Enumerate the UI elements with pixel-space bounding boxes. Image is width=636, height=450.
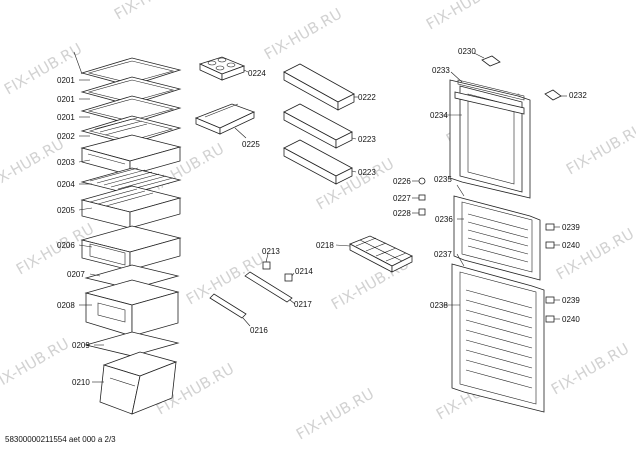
label-0217: 0217 xyxy=(294,300,312,309)
label-0233: 0233 xyxy=(432,66,450,75)
tray-0225 xyxy=(194,103,256,139)
label-0214: 0214 xyxy=(295,267,313,276)
label-0201: 0201 xyxy=(57,113,75,122)
label-0216: 0216 xyxy=(250,326,268,335)
watermark: FIX-HUB.RU xyxy=(261,5,345,64)
label-0225: 0225 xyxy=(242,140,260,149)
label-0222: 0222 xyxy=(358,93,376,102)
door-lower-0238 xyxy=(443,253,545,413)
label-0208: 0208 xyxy=(57,301,75,310)
label-0240: 0240 xyxy=(562,315,580,324)
egg-tray-0224 xyxy=(198,56,249,81)
label-0237: 0237 xyxy=(434,250,452,259)
door-upper-0234 xyxy=(443,79,531,199)
watermark: FIX-HUB.RU xyxy=(293,385,377,444)
label-0226: 0226 xyxy=(393,177,411,186)
door-shelf-0223-a xyxy=(283,103,357,149)
part-0230 xyxy=(473,52,501,67)
gasket-0233 xyxy=(450,71,525,101)
shelf-0201-a xyxy=(73,51,182,87)
label-0213: 0213 xyxy=(262,247,280,256)
small-parts-0239-0240 xyxy=(545,223,560,323)
label-0210: 0210 xyxy=(72,378,90,387)
label-0235: 0235 xyxy=(434,175,452,184)
document-id-footer: 58300000211554 aet 000 a 2/3 xyxy=(5,435,116,444)
bar-0217 xyxy=(244,271,296,305)
label-0239: 0239 xyxy=(562,296,580,305)
door-shelf-0222 xyxy=(283,63,358,111)
label-0240: 0240 xyxy=(562,241,580,250)
label-0228: 0228 xyxy=(393,209,411,218)
leader-lines-left xyxy=(78,79,104,383)
label-0223: 0223 xyxy=(358,168,376,177)
part-labels: 0201 0201 0201 0202 0203 0204 0205 0206 … xyxy=(57,47,587,387)
label-0201: 0201 xyxy=(57,76,75,85)
ice-tray-0218 xyxy=(335,235,413,273)
hinge-parts-0213-0214 xyxy=(262,253,295,282)
shelf-0201-c xyxy=(80,95,182,125)
door-shelf-0223-b xyxy=(283,139,357,185)
watermark: FIX-HUB.RU xyxy=(0,335,72,394)
label-0238: 0238 xyxy=(430,301,448,310)
handle-0216 xyxy=(209,293,251,327)
drawer-0205 xyxy=(80,185,182,229)
small-parts-0226-0228 xyxy=(412,177,426,216)
drawer-0210 xyxy=(99,351,178,415)
part-0232 xyxy=(544,89,567,101)
label-0206: 0206 xyxy=(57,241,75,250)
drawer-0206 xyxy=(80,225,182,271)
watermark: FIX-HUB.RU xyxy=(111,0,195,23)
label-0203: 0203 xyxy=(57,158,75,167)
label-0207: 0207 xyxy=(67,270,85,279)
label-0209: 0209 xyxy=(72,341,90,350)
door-middle-0236 xyxy=(453,184,541,281)
watermark: FIX-HUB.RU xyxy=(548,340,632,399)
label-0232: 0232 xyxy=(569,91,587,100)
label-0239: 0239 xyxy=(562,223,580,232)
shelf-0201-b xyxy=(80,76,182,106)
watermark: FIX-HUB.RU xyxy=(423,0,507,33)
label-0202: 0202 xyxy=(57,132,75,141)
label-0204: 0204 xyxy=(57,180,75,189)
drawer-0208 xyxy=(84,279,180,337)
label-0230: 0230 xyxy=(458,47,476,56)
label-0201: 0201 xyxy=(57,95,75,104)
label-0234: 0234 xyxy=(430,111,448,120)
label-0223: 0223 xyxy=(358,135,376,144)
watermark: FIX-HUB.RU xyxy=(563,120,636,179)
watermark: FIX-HUB.RU xyxy=(1,40,85,99)
label-0224: 0224 xyxy=(248,69,266,78)
label-0218: 0218 xyxy=(316,241,334,250)
cover-0209 xyxy=(84,331,180,357)
watermark: FIX-HUB.RU xyxy=(553,225,636,284)
label-0236: 0236 xyxy=(435,215,453,224)
label-0227: 0227 xyxy=(393,194,411,203)
label-0205: 0205 xyxy=(57,206,75,215)
